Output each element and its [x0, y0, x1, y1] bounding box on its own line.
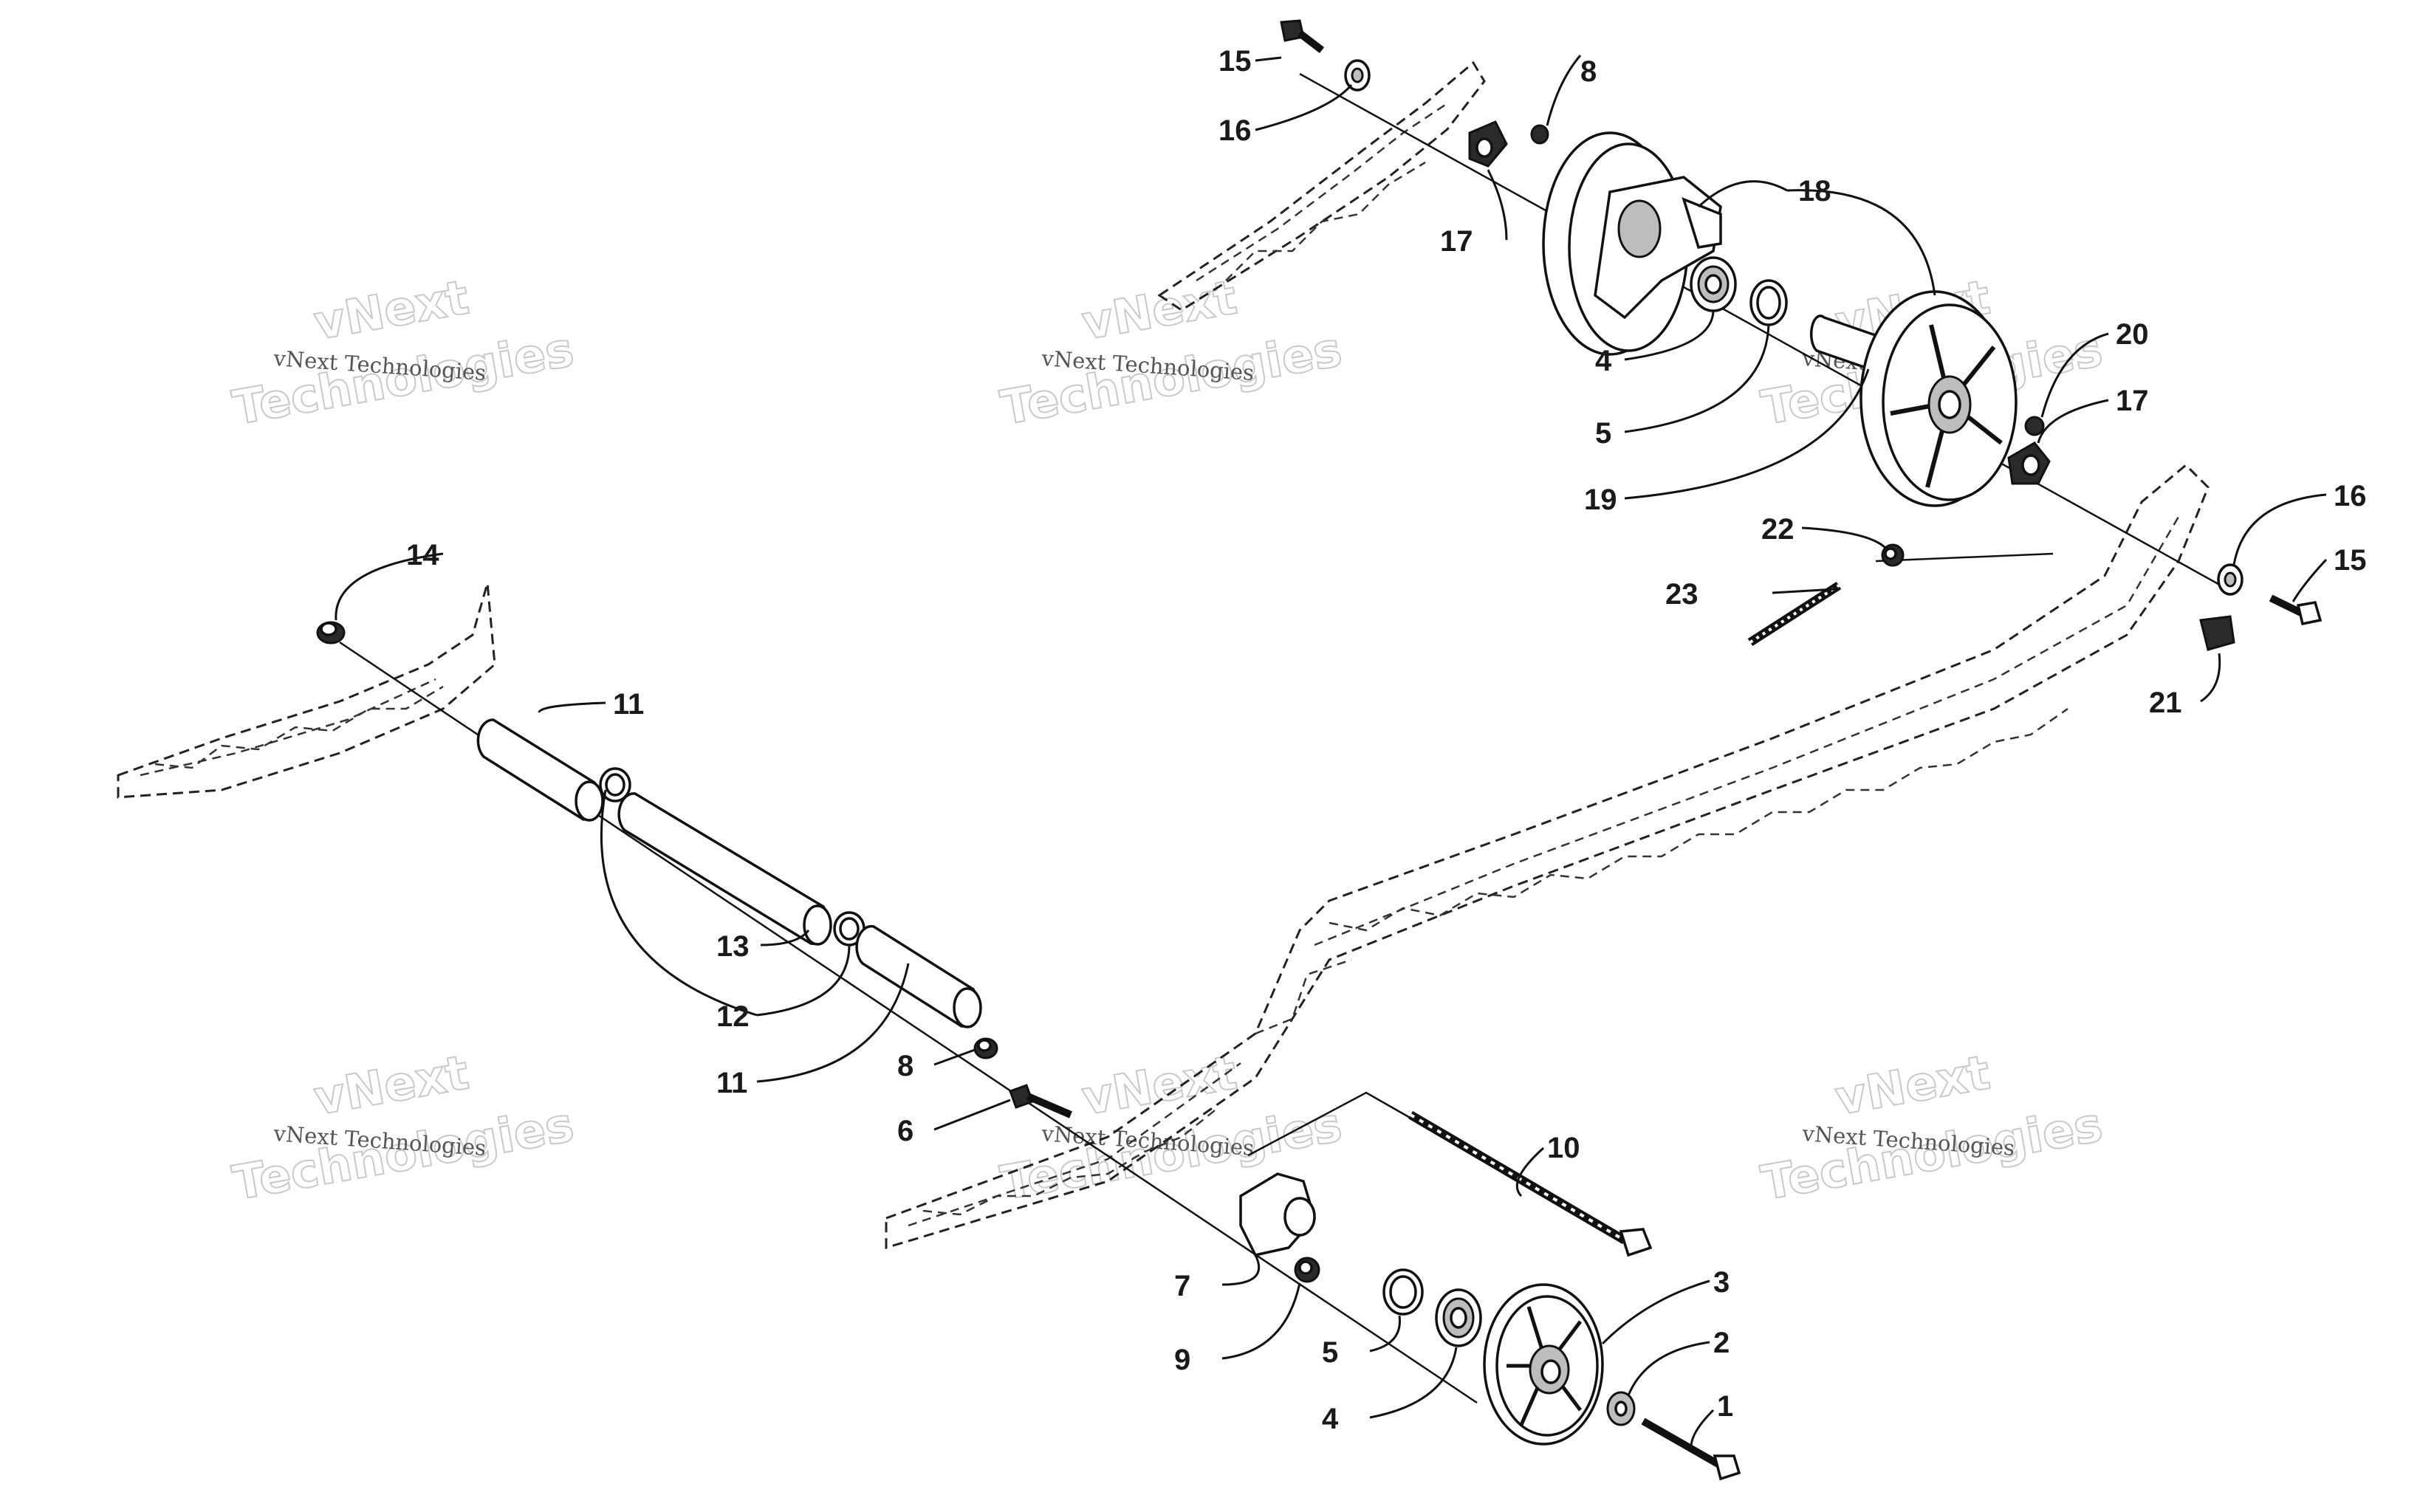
label-14: 14: [406, 539, 439, 571]
label-5-lower: 5: [1322, 1336, 1338, 1369]
label-9: 9: [1174, 1344, 1190, 1376]
label-22: 22: [1761, 513, 1795, 546]
label-16-lower: 16: [2334, 480, 2367, 512]
part-7-axle-housing: [1239, 1172, 1316, 1257]
label-8-upper: 8: [1580, 55, 1597, 88]
part-3-idler-wheel: [1483, 1283, 1604, 1446]
label-19: 19: [1584, 484, 1617, 516]
part-1-bolt: [1641, 1418, 1741, 1481]
label-7: 7: [1174, 1270, 1190, 1302]
label-4-lower: 4: [1322, 1403, 1339, 1435]
label-18: 18: [1798, 175, 1831, 207]
part-18-drive-sprocket-left: [1542, 131, 1722, 356]
watermark-big: vNext: [1078, 270, 1241, 351]
part-13-tube: [617, 792, 832, 946]
label-23: 23: [1665, 578, 1699, 611]
label-5-upper: 5: [1595, 417, 1611, 450]
part-8-nut-lower: [973, 1037, 998, 1059]
part-17-clip-upper: [1468, 120, 1508, 168]
label-20: 20: [2116, 318, 2149, 351]
part-9-nut: [1294, 1257, 1320, 1283]
watermark-big: vNext: [310, 270, 473, 351]
label-12: 12: [716, 1000, 750, 1033]
part-21-block: [2199, 615, 2235, 651]
part-17-clip-lower: [2007, 441, 2051, 485]
part-number-labels: 15 16 17 8 18 4 5 19 20 17 22 23 16 15 2…: [406, 45, 2367, 1435]
part-22-nut: [1881, 543, 1905, 567]
label-13: 13: [716, 930, 750, 963]
part-5-ring-upper: [1749, 279, 1788, 326]
watermark-big: vNext: [310, 1045, 473, 1126]
label-11-upper: 11: [613, 688, 644, 721]
label-15-lower: 15: [2334, 544, 2367, 577]
part-10-long-bolt: [1408, 1110, 1653, 1257]
part-11-spacer-lower: [855, 924, 982, 1028]
left-rail-segment: [117, 583, 496, 799]
label-17-upper: 17: [1440, 225, 1473, 258]
part-20-bolt: [2024, 416, 2045, 436]
leader-lines: [335, 55, 2328, 1448]
part-2-washer: [1606, 1391, 1636, 1426]
part-23-threaded-rod: [1747, 581, 1842, 647]
label-1: 1: [1717, 1390, 1733, 1423]
part-16-washer-lower: [2217, 563, 2244, 596]
label-2: 2: [1713, 1327, 1730, 1359]
part-12-ring-upper: [599, 767, 631, 803]
part-6-bolt: [1009, 1084, 1072, 1118]
label-8-lower: 8: [897, 1050, 914, 1082]
part-5-ring-lower: [1382, 1268, 1424, 1316]
watermark-big: vNext: [1078, 1045, 1241, 1126]
part-11-spacer-upper: [476, 718, 604, 822]
label-21: 21: [2149, 687, 2182, 719]
part-8-nut-upper: [1530, 124, 1549, 145]
label-15-upper: 15: [1218, 45, 1252, 78]
label-3: 3: [1713, 1266, 1730, 1299]
label-4-upper: 4: [1595, 345, 1612, 377]
label-6: 6: [897, 1115, 914, 1147]
part-4-bearing-lower: [1435, 1288, 1482, 1347]
part-15-bolt-upper: [1280, 19, 1325, 53]
part-14-nut: [316, 621, 346, 645]
label-16-upper: 16: [1218, 114, 1252, 147]
watermark-big: vNext: [1831, 1045, 1994, 1126]
upper-left-rail: [1157, 61, 1486, 312]
part-18-drive-sprocket-right: [1859, 290, 2018, 507]
label-10: 10: [1547, 1132, 1580, 1164]
part-15-bolt-lower: [2269, 594, 2323, 626]
label-11-lower: 11: [716, 1067, 747, 1099]
part-16-washer-upper: [1344, 59, 1371, 92]
main-right-rail: [885, 463, 2210, 1250]
part-4-bearing-upper: [1690, 256, 1737, 312]
label-17-lower: 17: [2116, 385, 2149, 417]
